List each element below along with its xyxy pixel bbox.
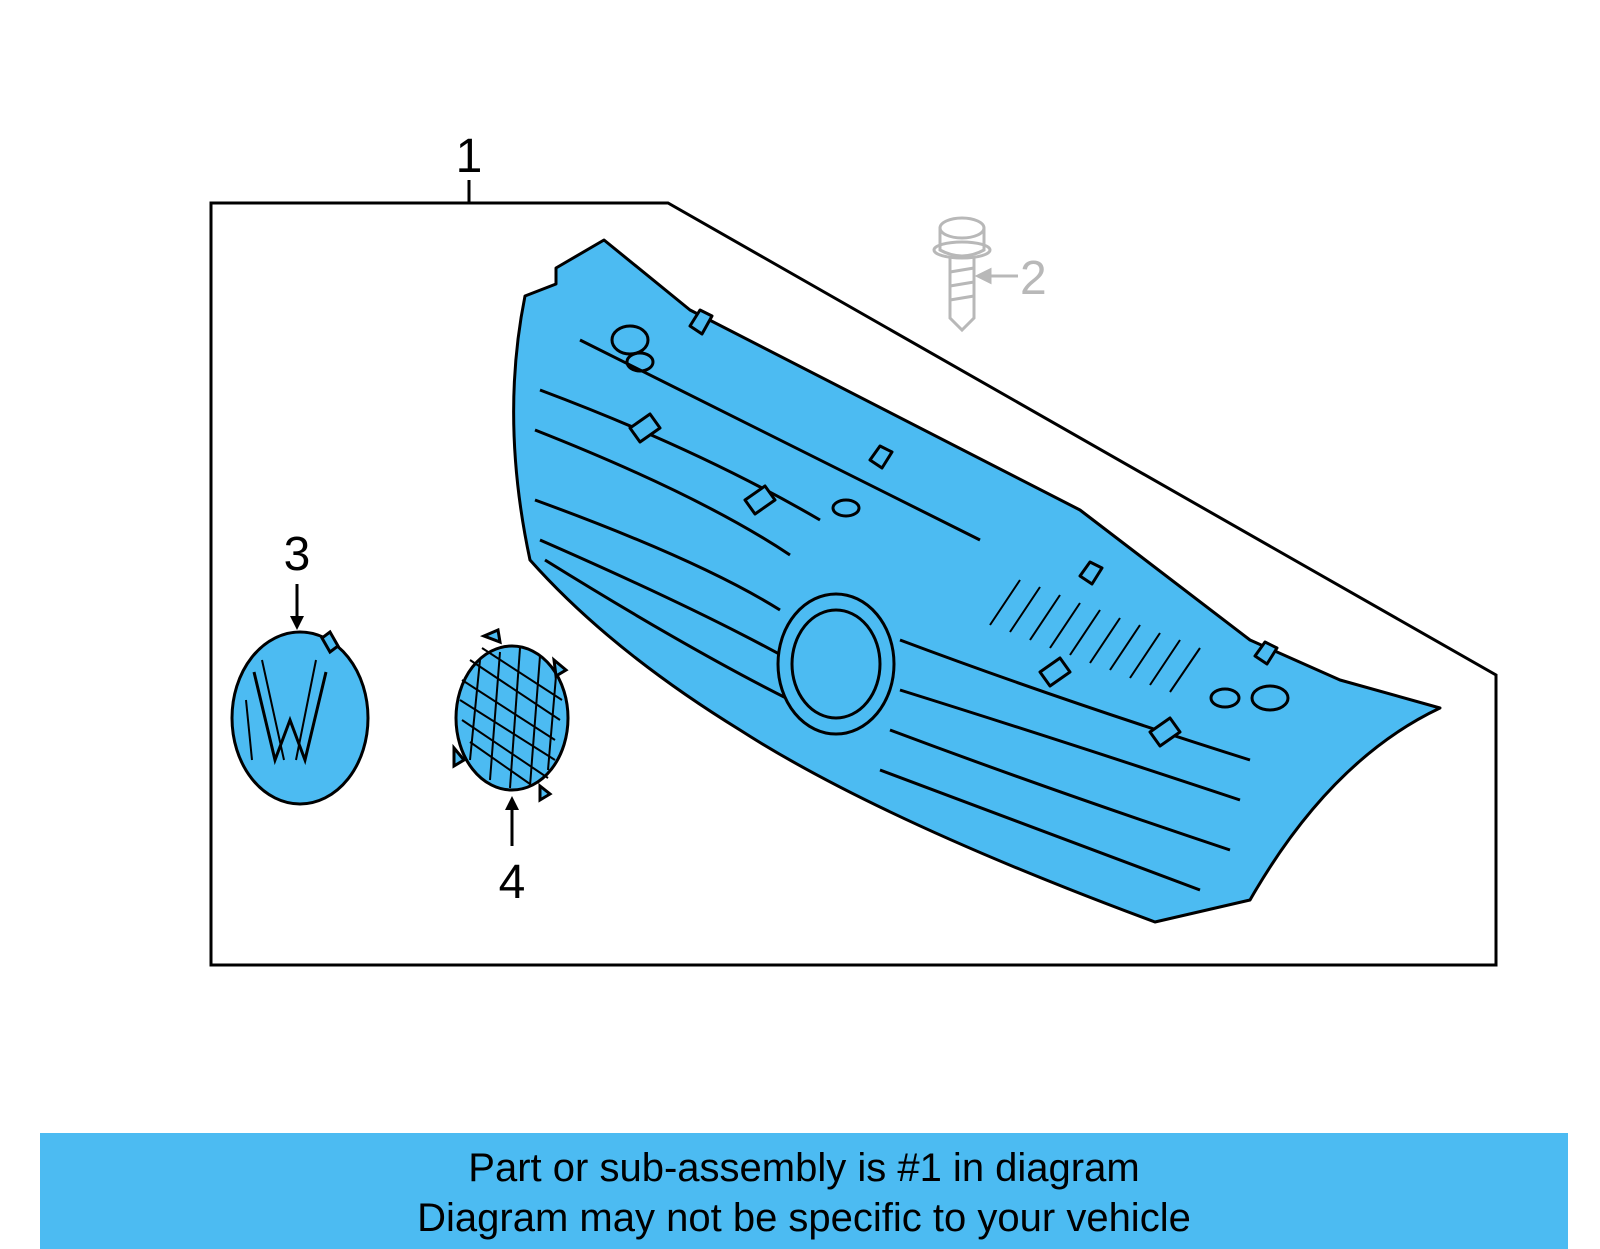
banner-line-2: Diagram may not be specific to your vehi… — [417, 1196, 1191, 1240]
callout-3-arrowhead — [290, 616, 304, 630]
callout-1-label: 1 — [456, 130, 483, 183]
callout-3-label: 3 — [284, 528, 311, 581]
callout-4-label: 4 — [499, 856, 526, 909]
screw-icon — [932, 216, 992, 333]
grille-mesh — [989, 579, 1201, 693]
assembly-outline — [209, 201, 1498, 967]
grille-insert-icon — [452, 627, 570, 803]
banner-line-1: Part or sub-assembly is #1 in diagram — [468, 1146, 1140, 1190]
callout-2-arrow — [974, 267, 1018, 285]
vw-emblem-icon — [230, 629, 370, 806]
callout-2-label: 2 — [1020, 252, 1047, 305]
grille-assembly — [512, 238, 1442, 924]
info-banner: Part or sub-assembly is #1 in diagram Di… — [40, 1133, 1568, 1249]
grille-emblem-ring — [776, 592, 896, 736]
callout-4-arrowhead — [505, 796, 519, 810]
grille-body — [512, 238, 1442, 924]
